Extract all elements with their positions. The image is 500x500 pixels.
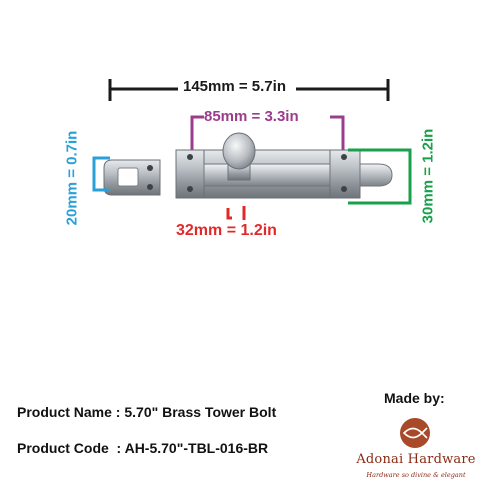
- fish-circle-icon: [400, 418, 430, 448]
- left-loop-cleat: [103, 159, 161, 196]
- brand-name: Adonai Hardware: [356, 452, 476, 467]
- product-code-text: Product Code : AH-5.70"-TBL-016-BR: [17, 440, 269, 456]
- width-dimension-line: [108, 79, 390, 101]
- left-height-label: 20mm = 0.7in: [63, 130, 81, 226]
- brand-tagline: Hardware so divine & elegant: [366, 471, 466, 479]
- product-name-text: Product Name : 5.70" Brass Tower Bolt: [17, 404, 277, 420]
- width-dimension-label: 145mm = 5.7in: [183, 78, 286, 95]
- bolt-knob: [222, 132, 256, 181]
- knob-dimension-marker: [226, 206, 246, 220]
- made-by-label: Made by:: [384, 390, 445, 406]
- right-height-bracket: [348, 148, 412, 205]
- left-height-bracket: [92, 156, 110, 192]
- knob-dimension-label: 32mm = 1.2in: [176, 222, 277, 239]
- hole-gap-bracket: [190, 115, 345, 150]
- right-height-label: 30mm = 1.2in: [419, 128, 437, 224]
- hole-gap-label: 85mm = 3.3in: [204, 108, 299, 125]
